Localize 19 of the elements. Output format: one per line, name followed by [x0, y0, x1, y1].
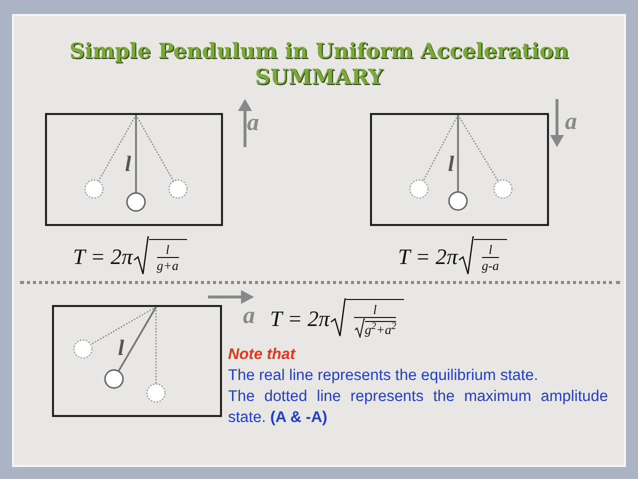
formula-denominator: g$^{2}$+a$^{2}$: [364, 320, 396, 338]
length-label: l: [125, 153, 132, 175]
formula-numerator: l: [488, 242, 492, 256]
length-label: l: [448, 153, 454, 175]
title: Simple Pendulum in Uniform Acceleration SUMMARY: [68, 38, 570, 90]
acceleration-label: a: [247, 111, 259, 135]
formula-denominator: g+a: [156, 258, 178, 274]
formula-text: T = 2π: [270, 304, 330, 332]
formula-text: T = 2π: [398, 242, 458, 270]
length-label: l: [118, 337, 124, 359]
formula-numerator: l: [373, 302, 377, 316]
formula-denominator: g-a: [482, 258, 500, 274]
acceleration-label: a: [565, 110, 577, 134]
formula-numerator: l: [166, 242, 170, 256]
formula-text: T = 2π: [73, 242, 133, 270]
note-text: The real line represents the equilibrium state.: [228, 366, 540, 386]
note-text: The dotted line represents the maximum amplitude state. (A & -A): [228, 387, 608, 428]
note-heading: Note that: [228, 345, 297, 365]
acceleration-label: a: [243, 304, 255, 328]
